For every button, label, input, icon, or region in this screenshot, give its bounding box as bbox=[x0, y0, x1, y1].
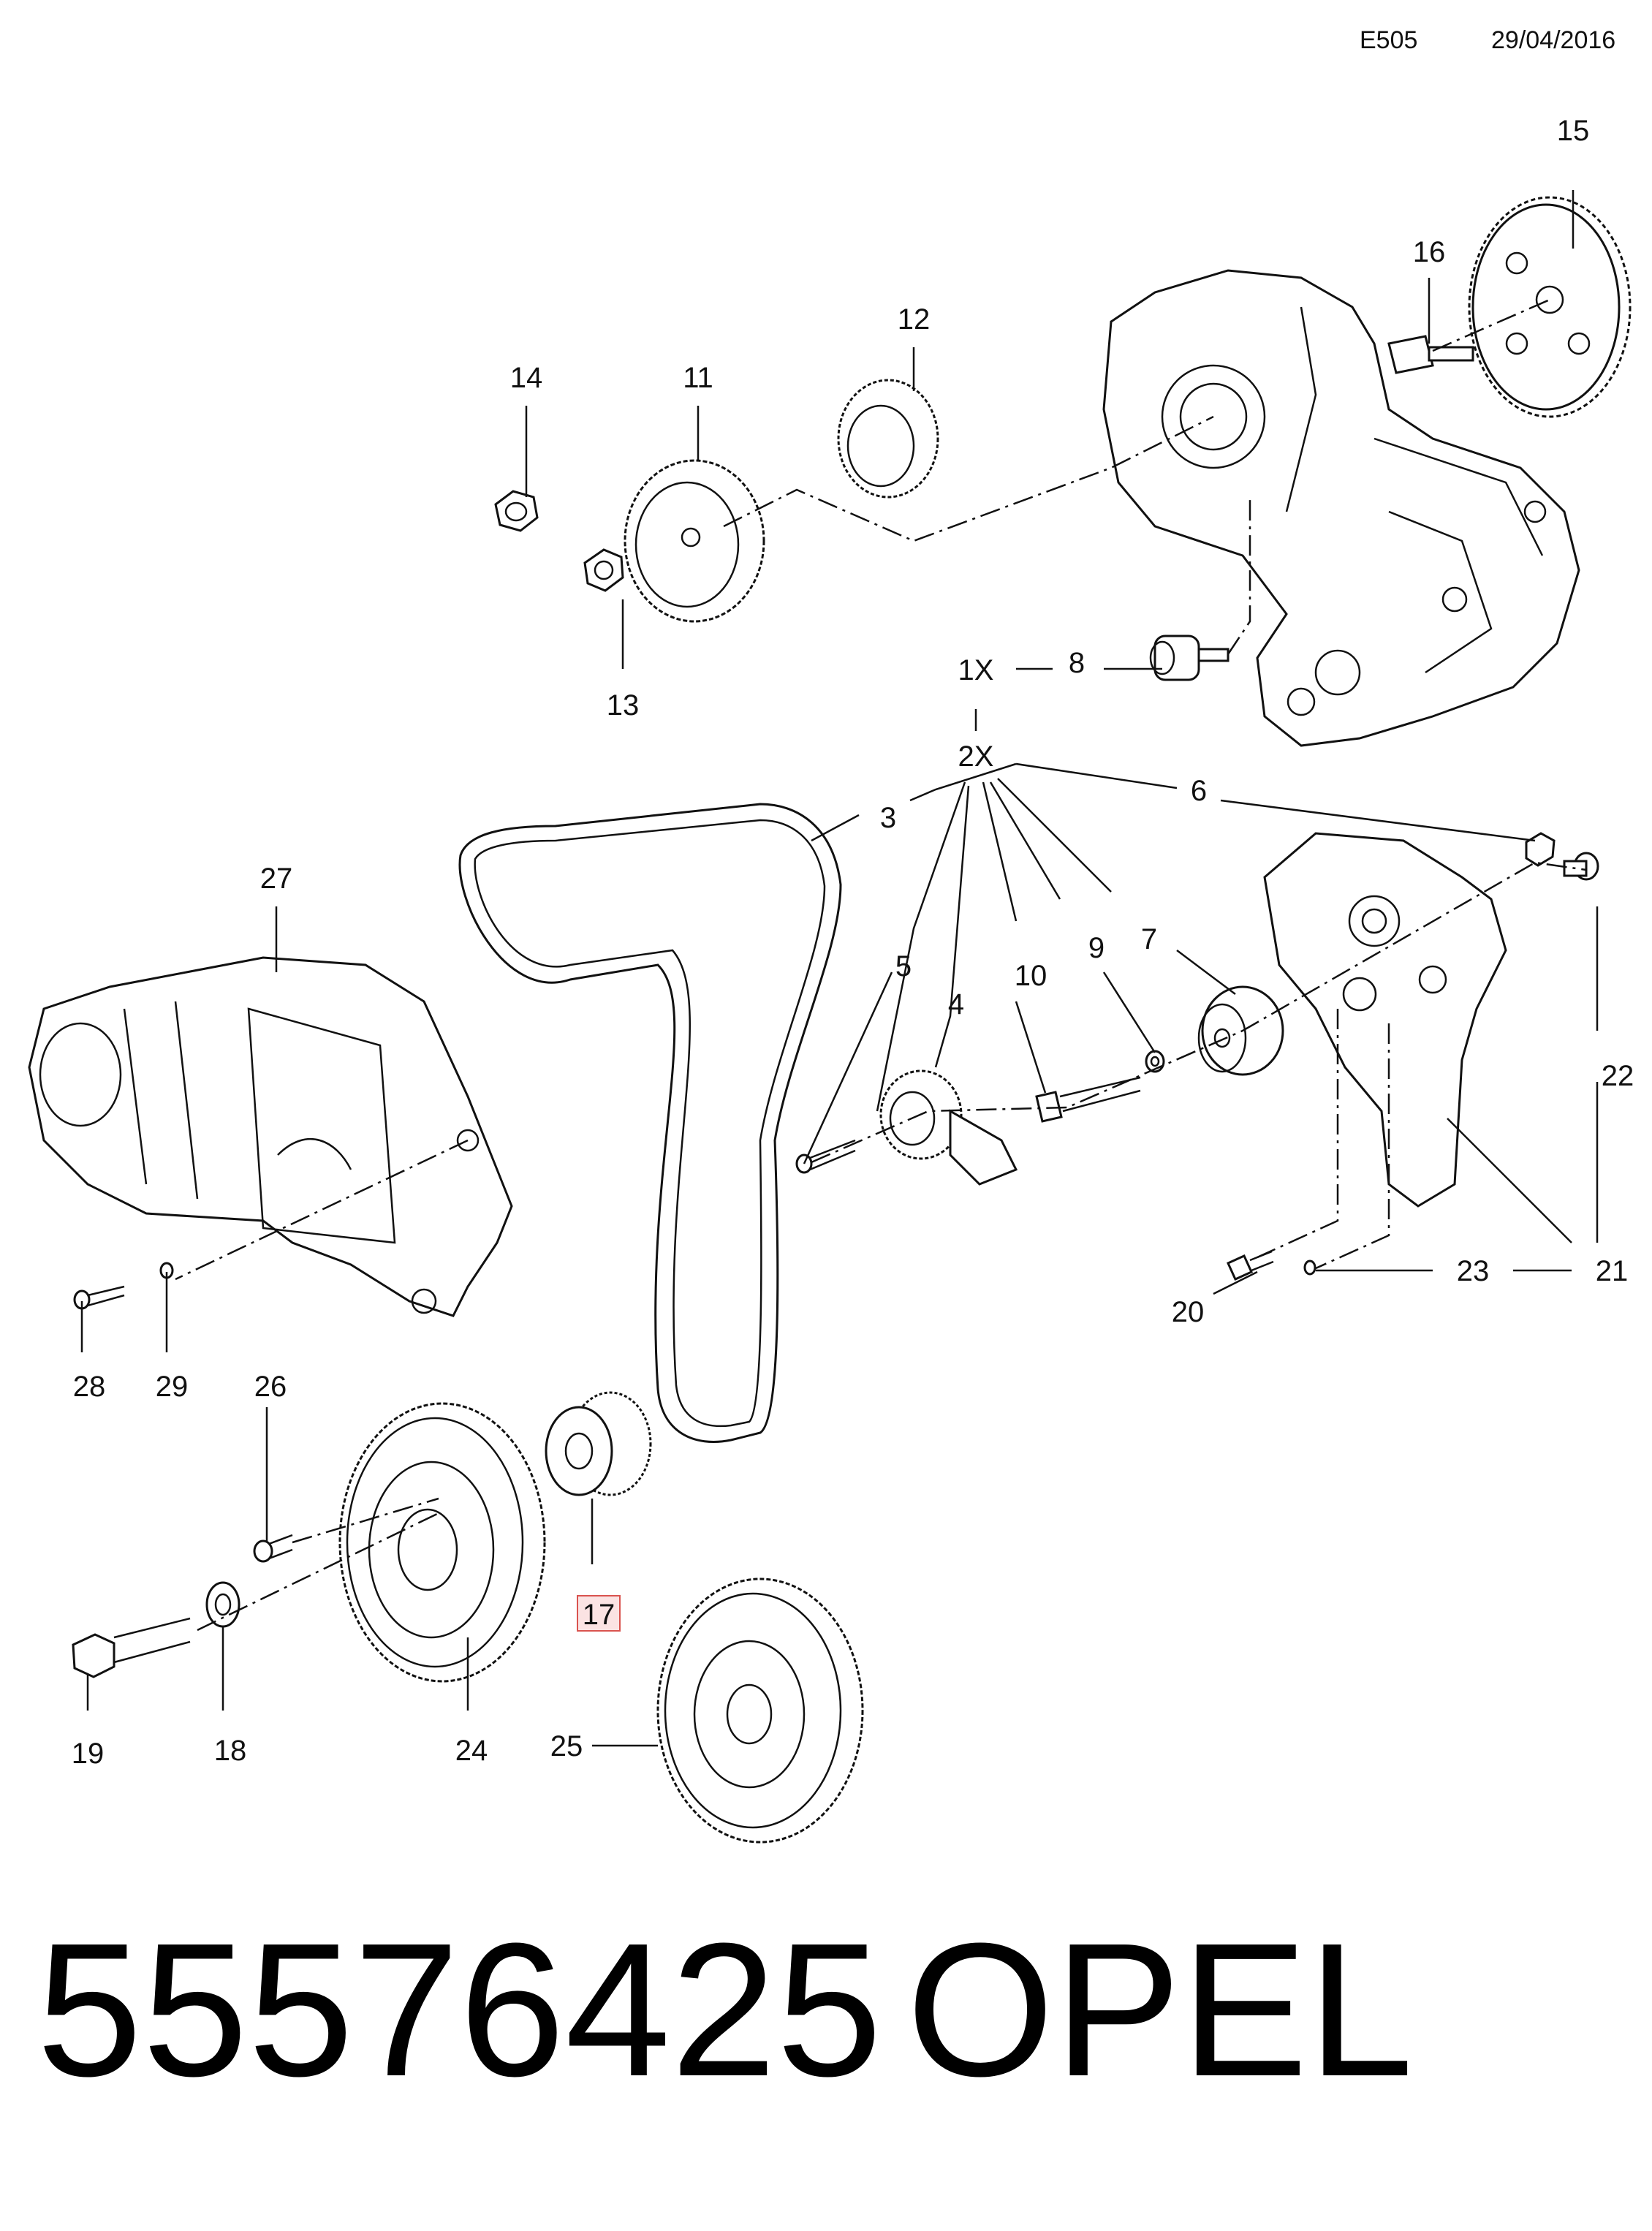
bolt-26 bbox=[253, 1534, 293, 1563]
idler-roller-8 bbox=[1149, 635, 1229, 681]
diagram-code: E505 bbox=[1360, 26, 1418, 54]
callout-5: 5 bbox=[895, 950, 912, 982]
nut-14 bbox=[494, 490, 539, 532]
brand-name: OPEL bbox=[906, 1904, 1414, 2116]
screw-23 bbox=[1303, 1260, 1316, 1276]
callout-12: 12 bbox=[898, 303, 931, 336]
callout-6: 6 bbox=[1191, 775, 1207, 807]
callout-21: 21 bbox=[1596, 1255, 1629, 1287]
callout-19: 19 bbox=[72, 1738, 105, 1770]
injection-pump-gear-11 bbox=[624, 459, 765, 623]
crank-pulley-25 bbox=[656, 1577, 864, 1844]
callout-20: 20 bbox=[1172, 1296, 1205, 1328]
stud-22 bbox=[1563, 852, 1599, 881]
callout-8: 8 bbox=[1069, 647, 1085, 679]
callout-24: 24 bbox=[455, 1735, 488, 1767]
callout-3: 3 bbox=[880, 802, 896, 834]
callout-29: 29 bbox=[156, 1371, 189, 1403]
timing-cover-27 bbox=[28, 956, 513, 1317]
callout-1x: 1X bbox=[958, 654, 994, 686]
callout-2x: 2X bbox=[958, 740, 994, 773]
crank-pulley-24 bbox=[338, 1402, 546, 1683]
callout-17: 17 bbox=[583, 1599, 615, 1631]
callout-9: 9 bbox=[1088, 932, 1105, 964]
callout-26: 26 bbox=[254, 1371, 287, 1403]
camshaft-gear bbox=[1468, 196, 1632, 418]
callout-18: 18 bbox=[214, 1735, 247, 1767]
callout-22: 22 bbox=[1602, 1060, 1634, 1092]
leader-lines bbox=[80, 190, 1599, 1747]
crank-bolt-19 bbox=[72, 1617, 191, 1678]
part-number: 55576425 bbox=[37, 1904, 882, 2116]
engine-housing bbox=[1102, 269, 1580, 747]
bolt-20 bbox=[1227, 1250, 1274, 1281]
highlight-box-17 bbox=[577, 1595, 621, 1632]
callout-14: 14 bbox=[510, 362, 543, 394]
gear-bolt-16 bbox=[1387, 335, 1474, 374]
callout-13: 13 bbox=[607, 689, 640, 721]
bolt-10 bbox=[1035, 1076, 1141, 1123]
timing-belt-3 bbox=[458, 803, 842, 1443]
callout-4: 4 bbox=[948, 988, 964, 1020]
callout-11: 11 bbox=[683, 362, 713, 394]
callout-16: 16 bbox=[1413, 236, 1446, 268]
callout-7: 7 bbox=[1141, 923, 1157, 955]
callout-15: 15 bbox=[1557, 115, 1590, 147]
washer-18 bbox=[205, 1581, 240, 1628]
nut-13 bbox=[583, 548, 624, 592]
callout-28: 28 bbox=[73, 1371, 106, 1403]
bracket-21 bbox=[1263, 832, 1507, 1208]
crank-sprocket-17 bbox=[545, 1391, 652, 1496]
nut-6 bbox=[1525, 832, 1556, 867]
diagram-date: 29/04/2016 bbox=[1491, 26, 1616, 54]
callout-27: 27 bbox=[260, 863, 293, 895]
callout-10: 10 bbox=[1015, 960, 1047, 992]
tensioner-4 bbox=[879, 1069, 1018, 1186]
callout-25: 25 bbox=[550, 1730, 583, 1762]
intermediate-gear-12 bbox=[837, 379, 939, 499]
callout-23: 23 bbox=[1457, 1255, 1490, 1287]
